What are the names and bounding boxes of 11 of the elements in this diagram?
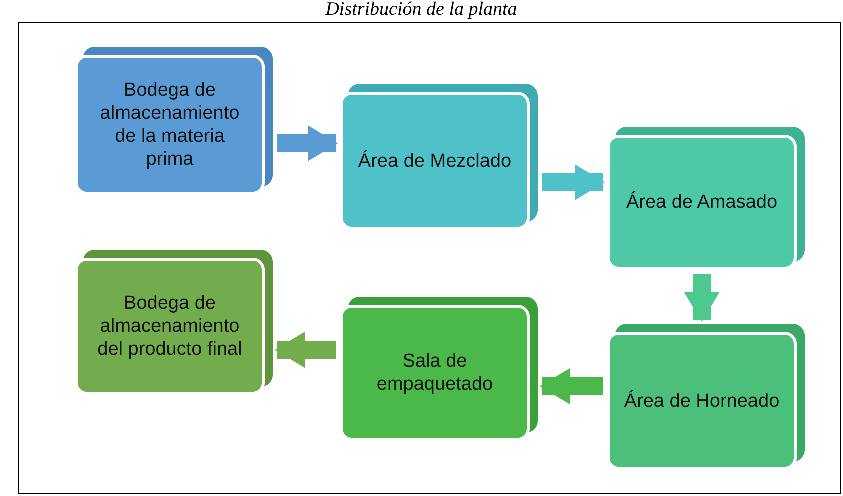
- box-label: Área de Amasado: [626, 191, 778, 214]
- box-label: Sala de empaquetado: [376, 350, 494, 396]
- block-arrow: [277, 126, 338, 162]
- block-arrow: [542, 164, 605, 200]
- diagram-title: Distribución de la planta: [324, 0, 518, 20]
- box-label: Bodega de almacenamiento de la materia prima: [99, 79, 241, 171]
- box-label: Bodega de almacenamiento del producto final: [96, 292, 244, 361]
- box-label: Área de Mezclado: [358, 150, 512, 172]
- block-arrow: [684, 274, 720, 322]
- box-label: Área de Horneado: [624, 390, 780, 412]
- block-arrow: [275, 332, 336, 368]
